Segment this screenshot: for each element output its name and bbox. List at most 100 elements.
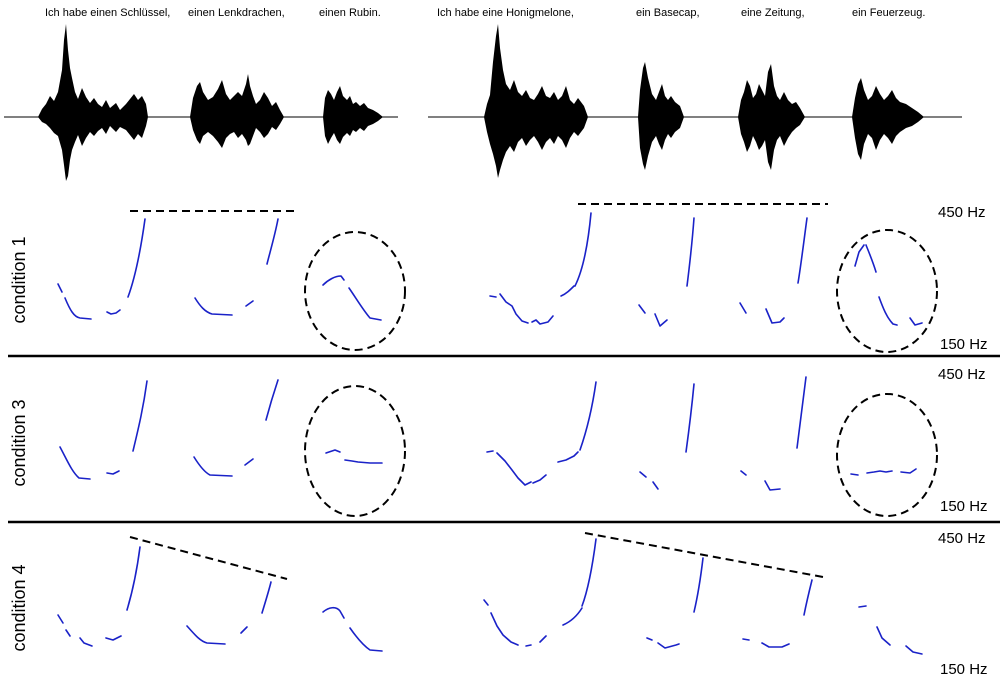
pitch-contour-3-5 (244, 458, 254, 466)
pitch-contour-1-11 (499, 293, 529, 324)
pitch-contour-4-23 (858, 605, 867, 608)
word-label-6: eine Zeitung, (741, 7, 805, 19)
pitch-contour-4-20 (742, 638, 750, 641)
focus-circle-3a (304, 385, 406, 517)
pitch-contour-1-16 (654, 313, 668, 327)
pitch-contour-1-24 (909, 317, 923, 326)
pitch-contour-3-15 (652, 481, 659, 490)
pitch-contour-4-5 (126, 546, 141, 611)
pitch-contour-4-14 (539, 635, 547, 643)
pitch-contour-1-5 (194, 297, 233, 316)
pitch-contour-4-16 (581, 538, 597, 607)
waveform-segment-1 (38, 24, 148, 181)
pitch-contour-1-20 (797, 217, 808, 284)
condition-label-1: condition 1 (9, 236, 29, 323)
pitch-contour-4-18 (657, 642, 680, 649)
pitch-contour-1-19 (765, 308, 785, 324)
pitch-contour-4-22 (803, 579, 813, 616)
pitch-contour-4-10 (349, 627, 383, 652)
condition-label-4: condition 4 (9, 564, 29, 651)
freq-low-label-1: 150 Hz (940, 336, 988, 353)
pitch-contour-1-6 (245, 300, 254, 307)
pitch-contour-3-19 (796, 376, 807, 449)
pitch-contour-1-21 (854, 244, 865, 267)
word-label-5: ein Basecap, (636, 7, 700, 19)
pitch-contour-4-8 (261, 581, 272, 614)
pitch-contour-3-20 (850, 473, 859, 476)
pitch-contour-1-22 (865, 244, 877, 273)
pitch-contour-1-4 (127, 218, 146, 298)
pitch-contour-4-13 (525, 644, 532, 647)
waveform-segment-2 (190, 74, 284, 148)
pitch-contour-4-7 (240, 626, 248, 634)
focus-circle-1b (836, 229, 938, 353)
condition-3-panel (59, 376, 938, 517)
pitch-contour-4-9 (322, 606, 345, 619)
pitch-contour-1-14 (574, 212, 592, 287)
pitch-contour-3-4 (193, 456, 233, 477)
word-label-2: einen Lenkdrachen, (188, 7, 285, 19)
pitch-contour-3-9 (486, 450, 494, 453)
pitch-contour-3-6 (265, 379, 279, 421)
pitch-contour-4-11 (483, 599, 489, 606)
waveform-sentence-1 (4, 24, 398, 181)
word-label-7: ein Feuerzeug. (852, 7, 925, 19)
pitch-contour-3-2 (106, 470, 120, 475)
pitch-contour-3-13 (579, 381, 597, 451)
pitch-contour-4-17 (646, 637, 653, 641)
pitch-contour-4-1 (57, 614, 64, 624)
pitch-contour-1-9 (348, 287, 382, 321)
freq-high-label-3: 450 Hz (938, 366, 986, 383)
pitch-contour-4-15 (562, 607, 583, 626)
condition-label-3: condition 3 (9, 399, 29, 486)
focus-circle-1a (304, 231, 406, 351)
pitch-contour-3-1 (59, 446, 91, 480)
pitch-contour-3-16 (685, 383, 695, 453)
word-label-4: Ich habe eine Honigmelone, (437, 7, 574, 19)
pitch-contour-1-8 (322, 275, 345, 286)
pitch-contour-1-13 (560, 285, 575, 297)
pitch-contour-4-2 (65, 629, 71, 637)
declination-line-4b (584, 532, 824, 578)
waveform-segment-3 (323, 86, 383, 144)
condition-1-panel (57, 203, 938, 353)
pitch-contour-3-10 (496, 452, 532, 486)
pitch-contour-4-19 (693, 557, 704, 613)
pitch-contour-1-10 (489, 295, 497, 298)
pitch-contour-1-12 (531, 315, 554, 325)
pitch-contour-3-14 (639, 471, 647, 478)
freq-high-label-4: 450 Hz (938, 530, 986, 547)
pitch-contour-1-7 (266, 218, 279, 265)
pitch-contour-1-23 (878, 296, 898, 326)
pitch-contour-4-3 (79, 637, 93, 647)
declination-line-4a (129, 536, 288, 580)
waveform-segment-4 (484, 24, 588, 178)
word-label-3: einen Rubin. (319, 7, 381, 19)
waveform-segment-6 (738, 64, 805, 170)
pitch-contour-1-2 (64, 297, 92, 320)
pitch-contour-1-18 (739, 302, 747, 314)
pitch-contour-1-17 (686, 217, 695, 287)
pitch-contour-3-22 (900, 468, 917, 474)
waveform-segment-5 (638, 62, 684, 170)
pitch-contour-4-12 (490, 612, 519, 646)
pitch-contour-4-6 (186, 625, 226, 645)
pitch-contour-3-12 (557, 451, 579, 463)
focus-circle-3b (836, 393, 938, 517)
pitch-contour-4-21 (761, 642, 790, 648)
pitch-contour-4-4 (105, 635, 122, 641)
pitch-contour-4-24 (876, 626, 891, 646)
freq-high-label-1: 450 Hz (938, 204, 986, 221)
pitch-contour-3-21 (866, 470, 893, 474)
pitch-contour-3-17 (740, 470, 747, 476)
word-label-1: Ich habe einen Schlüssel, (45, 7, 170, 19)
pitch-contour-3-18 (764, 480, 781, 491)
pitch-contour-1-1 (57, 283, 63, 293)
pitch-contour-1-3 (106, 309, 121, 315)
pitch-contour-3-8 (344, 459, 383, 464)
pitch-contour-1-15 (638, 304, 646, 314)
freq-low-label-3: 150 Hz (940, 498, 988, 515)
waveform-segment-7 (852, 78, 924, 160)
waveform-sentence-2 (428, 24, 962, 178)
